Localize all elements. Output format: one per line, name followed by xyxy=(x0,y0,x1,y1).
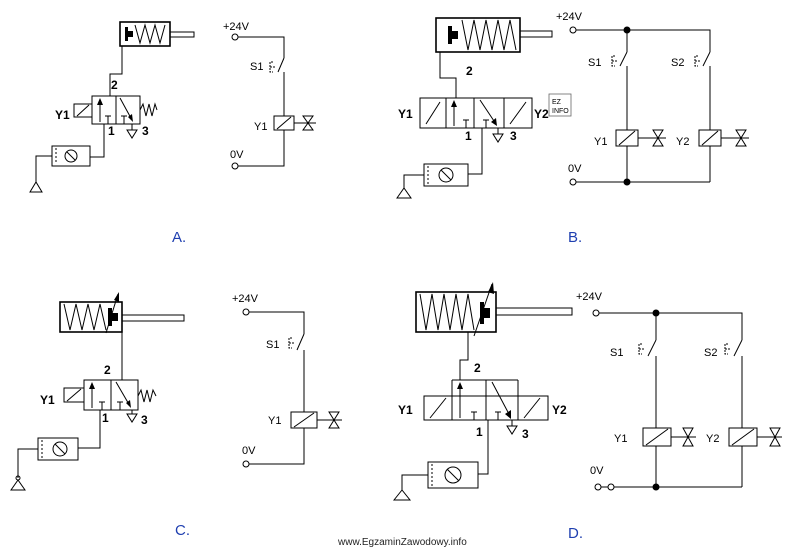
option-a-label: A. xyxy=(172,229,186,246)
supply-24v-label: +24V xyxy=(232,293,259,305)
port-3-label: 3 xyxy=(142,124,149,138)
port-2-label: 2 xyxy=(104,363,111,377)
option-c-label: C. xyxy=(175,522,190,539)
s2-label: S2 xyxy=(704,347,717,359)
svg-text:INFO: INFO xyxy=(552,108,569,115)
s1-label: S1 xyxy=(266,339,279,351)
port-1-label: 1 xyxy=(465,129,472,143)
air-source-d xyxy=(392,489,412,501)
supply-0v-label: 0V xyxy=(590,465,604,477)
valve-b xyxy=(419,97,533,143)
coil-y2-b xyxy=(698,129,749,147)
y1-label: Y1 xyxy=(398,107,413,121)
option-d-label: D. xyxy=(568,525,583,542)
port-2-label: 2 xyxy=(474,361,481,375)
switch-s1-b xyxy=(611,51,628,130)
watermark-text: www.EgzaminZawodowy.info xyxy=(337,537,467,548)
y2-label: Y2 xyxy=(534,107,549,121)
port-2-label: 2 xyxy=(466,64,473,78)
option-b-label: B. xyxy=(568,229,582,246)
port-3-label: 3 xyxy=(141,413,148,427)
panel-b-electric: +24V S1 S2 Y1 xyxy=(556,11,749,186)
port-3-label: 3 xyxy=(522,427,529,441)
cylinder-c xyxy=(59,292,185,334)
cylinder-a xyxy=(119,21,195,47)
air-source-a xyxy=(29,181,43,193)
air-source-b xyxy=(396,187,412,199)
coil-y1-b xyxy=(615,129,666,147)
supply-0v-label: 0V xyxy=(242,445,256,457)
panel-b-pneumatic: 2 Y1 Y2 EZ IN xyxy=(396,17,572,199)
switch-s2-b xyxy=(694,51,711,130)
panel-a-pneumatic: 2 Y1 1 3 xyxy=(29,21,195,193)
y1-label: Y1 xyxy=(55,108,70,122)
y2-label: Y2 xyxy=(552,403,567,417)
valve-d xyxy=(423,379,549,435)
supply-0v-label: 0V xyxy=(230,149,244,161)
switch-s1-a xyxy=(269,57,285,116)
coil-y2-d xyxy=(728,427,782,447)
s1-label: S1 xyxy=(588,57,601,69)
supply-24v-label: +24V xyxy=(556,11,583,23)
panel-a-electric: +24V S1 Y1 0V xyxy=(223,21,316,170)
s1-label: S1 xyxy=(250,61,263,73)
air-prep-unit-a xyxy=(51,145,91,167)
supply-24v-label: +24V xyxy=(223,21,250,33)
panel-c-pneumatic: 2 Y1 1 3 xyxy=(10,292,185,491)
y1-label: Y1 xyxy=(398,403,413,417)
y1-coil-label: Y1 xyxy=(594,136,607,148)
y1-coil-label: Y1 xyxy=(614,433,627,445)
panel-d-electric: +24V S1 S2 Y1 xyxy=(576,291,782,491)
panel-c-electric: +24V S1 Y1 0V xyxy=(232,293,342,468)
supply-24v-label: +24V xyxy=(576,291,603,303)
port-2-label: 2 xyxy=(111,78,118,92)
info-stamp-icon: EZ INFO xyxy=(548,93,572,117)
panel-d-pneumatic: 2 Y1 Y2 1 3 xyxy=(392,282,573,501)
y2-coil-label: Y2 xyxy=(676,136,689,148)
port-3-label: 3 xyxy=(510,129,517,143)
valve-c xyxy=(63,379,157,423)
switch-s1-d xyxy=(638,339,657,428)
switch-s2-d xyxy=(724,339,743,428)
s2-label: S2 xyxy=(671,57,684,69)
air-prep-unit-b xyxy=(423,163,469,187)
coil-y1-c xyxy=(290,411,342,429)
y1-coil-label: Y1 xyxy=(268,415,281,427)
supply-0v-label: 0V xyxy=(568,163,582,175)
y2-coil-label: Y2 xyxy=(706,433,719,445)
air-prep-unit-c xyxy=(37,437,79,461)
air-prep-unit-d xyxy=(427,461,479,489)
valve-a xyxy=(73,95,158,139)
y1-coil-label: Y1 xyxy=(254,121,267,133)
svg-text:EZ: EZ xyxy=(552,99,562,106)
y1-label: Y1 xyxy=(40,393,55,407)
port-1-label: 1 xyxy=(102,411,109,425)
coil-y1-a xyxy=(273,115,316,131)
s1-label: S1 xyxy=(610,347,623,359)
switch-s1-c xyxy=(288,333,305,412)
cylinder-d xyxy=(415,282,573,337)
cylinder-b xyxy=(435,17,553,53)
port-1-label: 1 xyxy=(476,425,483,439)
coil-y1-d xyxy=(642,427,696,447)
port-1-label: 1 xyxy=(108,124,115,138)
air-source-c xyxy=(10,479,26,491)
